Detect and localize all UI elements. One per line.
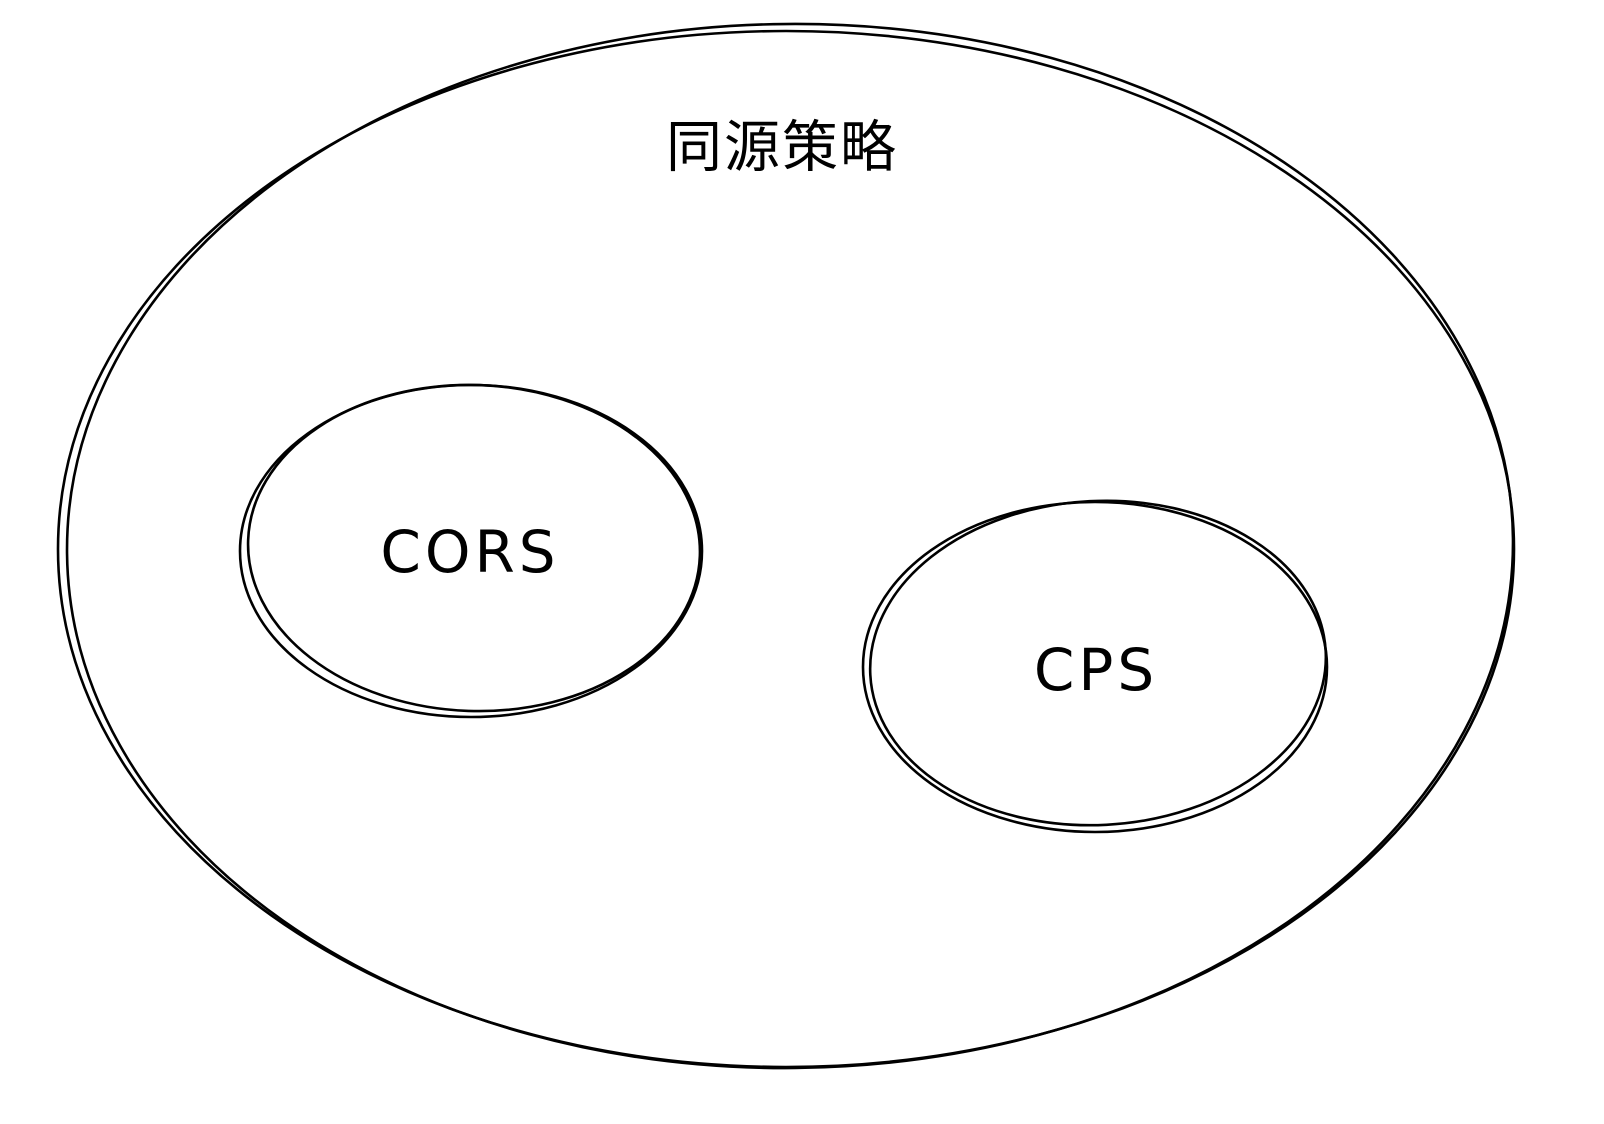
cors-set-label: CORS [380, 518, 560, 586]
cps-set-label: CPS [1033, 636, 1159, 704]
outer-set-ellipse [56, 22, 1516, 1070]
cors-set-ellipse [238, 383, 704, 719]
outer-set-label: 同源策略 [666, 115, 898, 181]
cps-set-ellipse [861, 499, 1329, 834]
